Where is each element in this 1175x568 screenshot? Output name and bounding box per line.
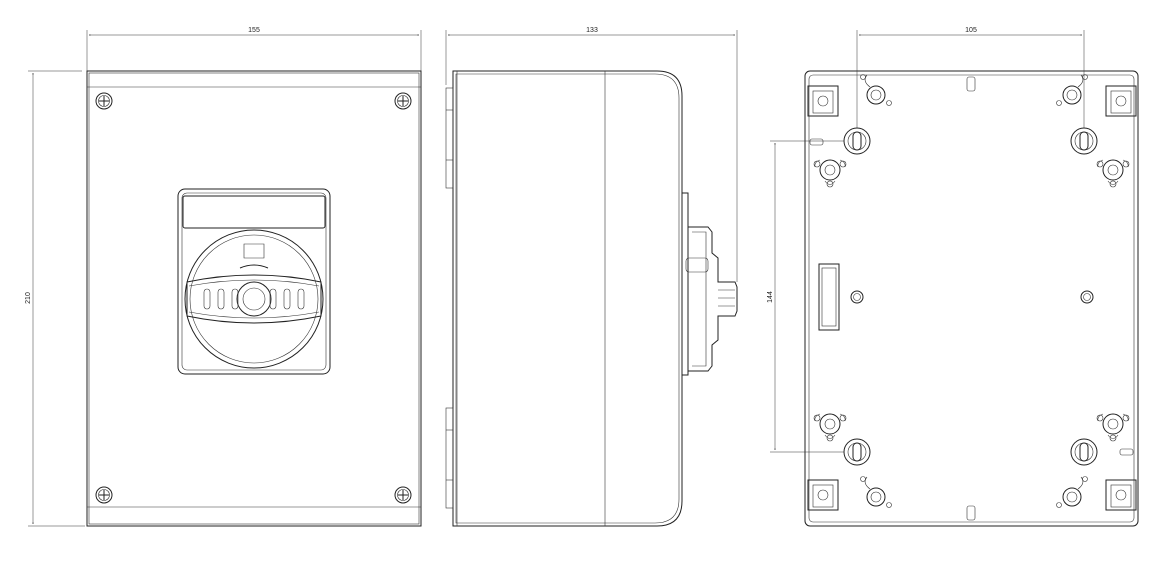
fixing-boss: [813, 413, 847, 442]
fixing-boss: [813, 159, 847, 188]
dim-back-horizontal: 105: [965, 27, 977, 34]
side-handle-profile: [681, 192, 738, 376]
fixing-boss: [1096, 413, 1130, 442]
rotary-switch-handle: [177, 188, 331, 375]
back-enclosure-outline: [804, 70, 1139, 527]
corner-pocket: [1105, 85, 1137, 117]
screw-icon: [95, 92, 113, 110]
back-view: 105 144: [767, 27, 1139, 527]
label-window: [182, 195, 326, 229]
corner-pocket: [1105, 479, 1137, 511]
mounting-hook: [1056, 476, 1088, 508]
mounting-hook: [1056, 74, 1088, 106]
mounting-hole: [1070, 127, 1098, 155]
screw-icon: [95, 486, 113, 504]
corner-pocket: [807, 479, 839, 511]
switch-lever: [186, 274, 322, 324]
mounting-hole: [1070, 438, 1098, 466]
side-view: 133: [445, 27, 738, 527]
mounting-hook: [860, 74, 892, 106]
front-enclosure-outline: [86, 70, 422, 527]
mounting-hook: [860, 476, 892, 508]
dim-front-height: 210: [25, 292, 32, 304]
screw-icon: [394, 486, 412, 504]
corner-pocket: [807, 85, 839, 117]
front-view: 155 210: [25, 27, 422, 527]
fixing-boss: [1096, 159, 1130, 188]
dim-side-depth: 133: [586, 27, 598, 34]
dim-front-width: 155: [248, 27, 260, 34]
mounting-hole: [843, 438, 871, 466]
side-enclosure-outline: [452, 70, 683, 527]
cable-slot: [818, 263, 840, 331]
screw-icon: [394, 92, 412, 110]
dim-back-vertical: 144: [767, 291, 774, 303]
mounting-hole: [843, 127, 871, 155]
